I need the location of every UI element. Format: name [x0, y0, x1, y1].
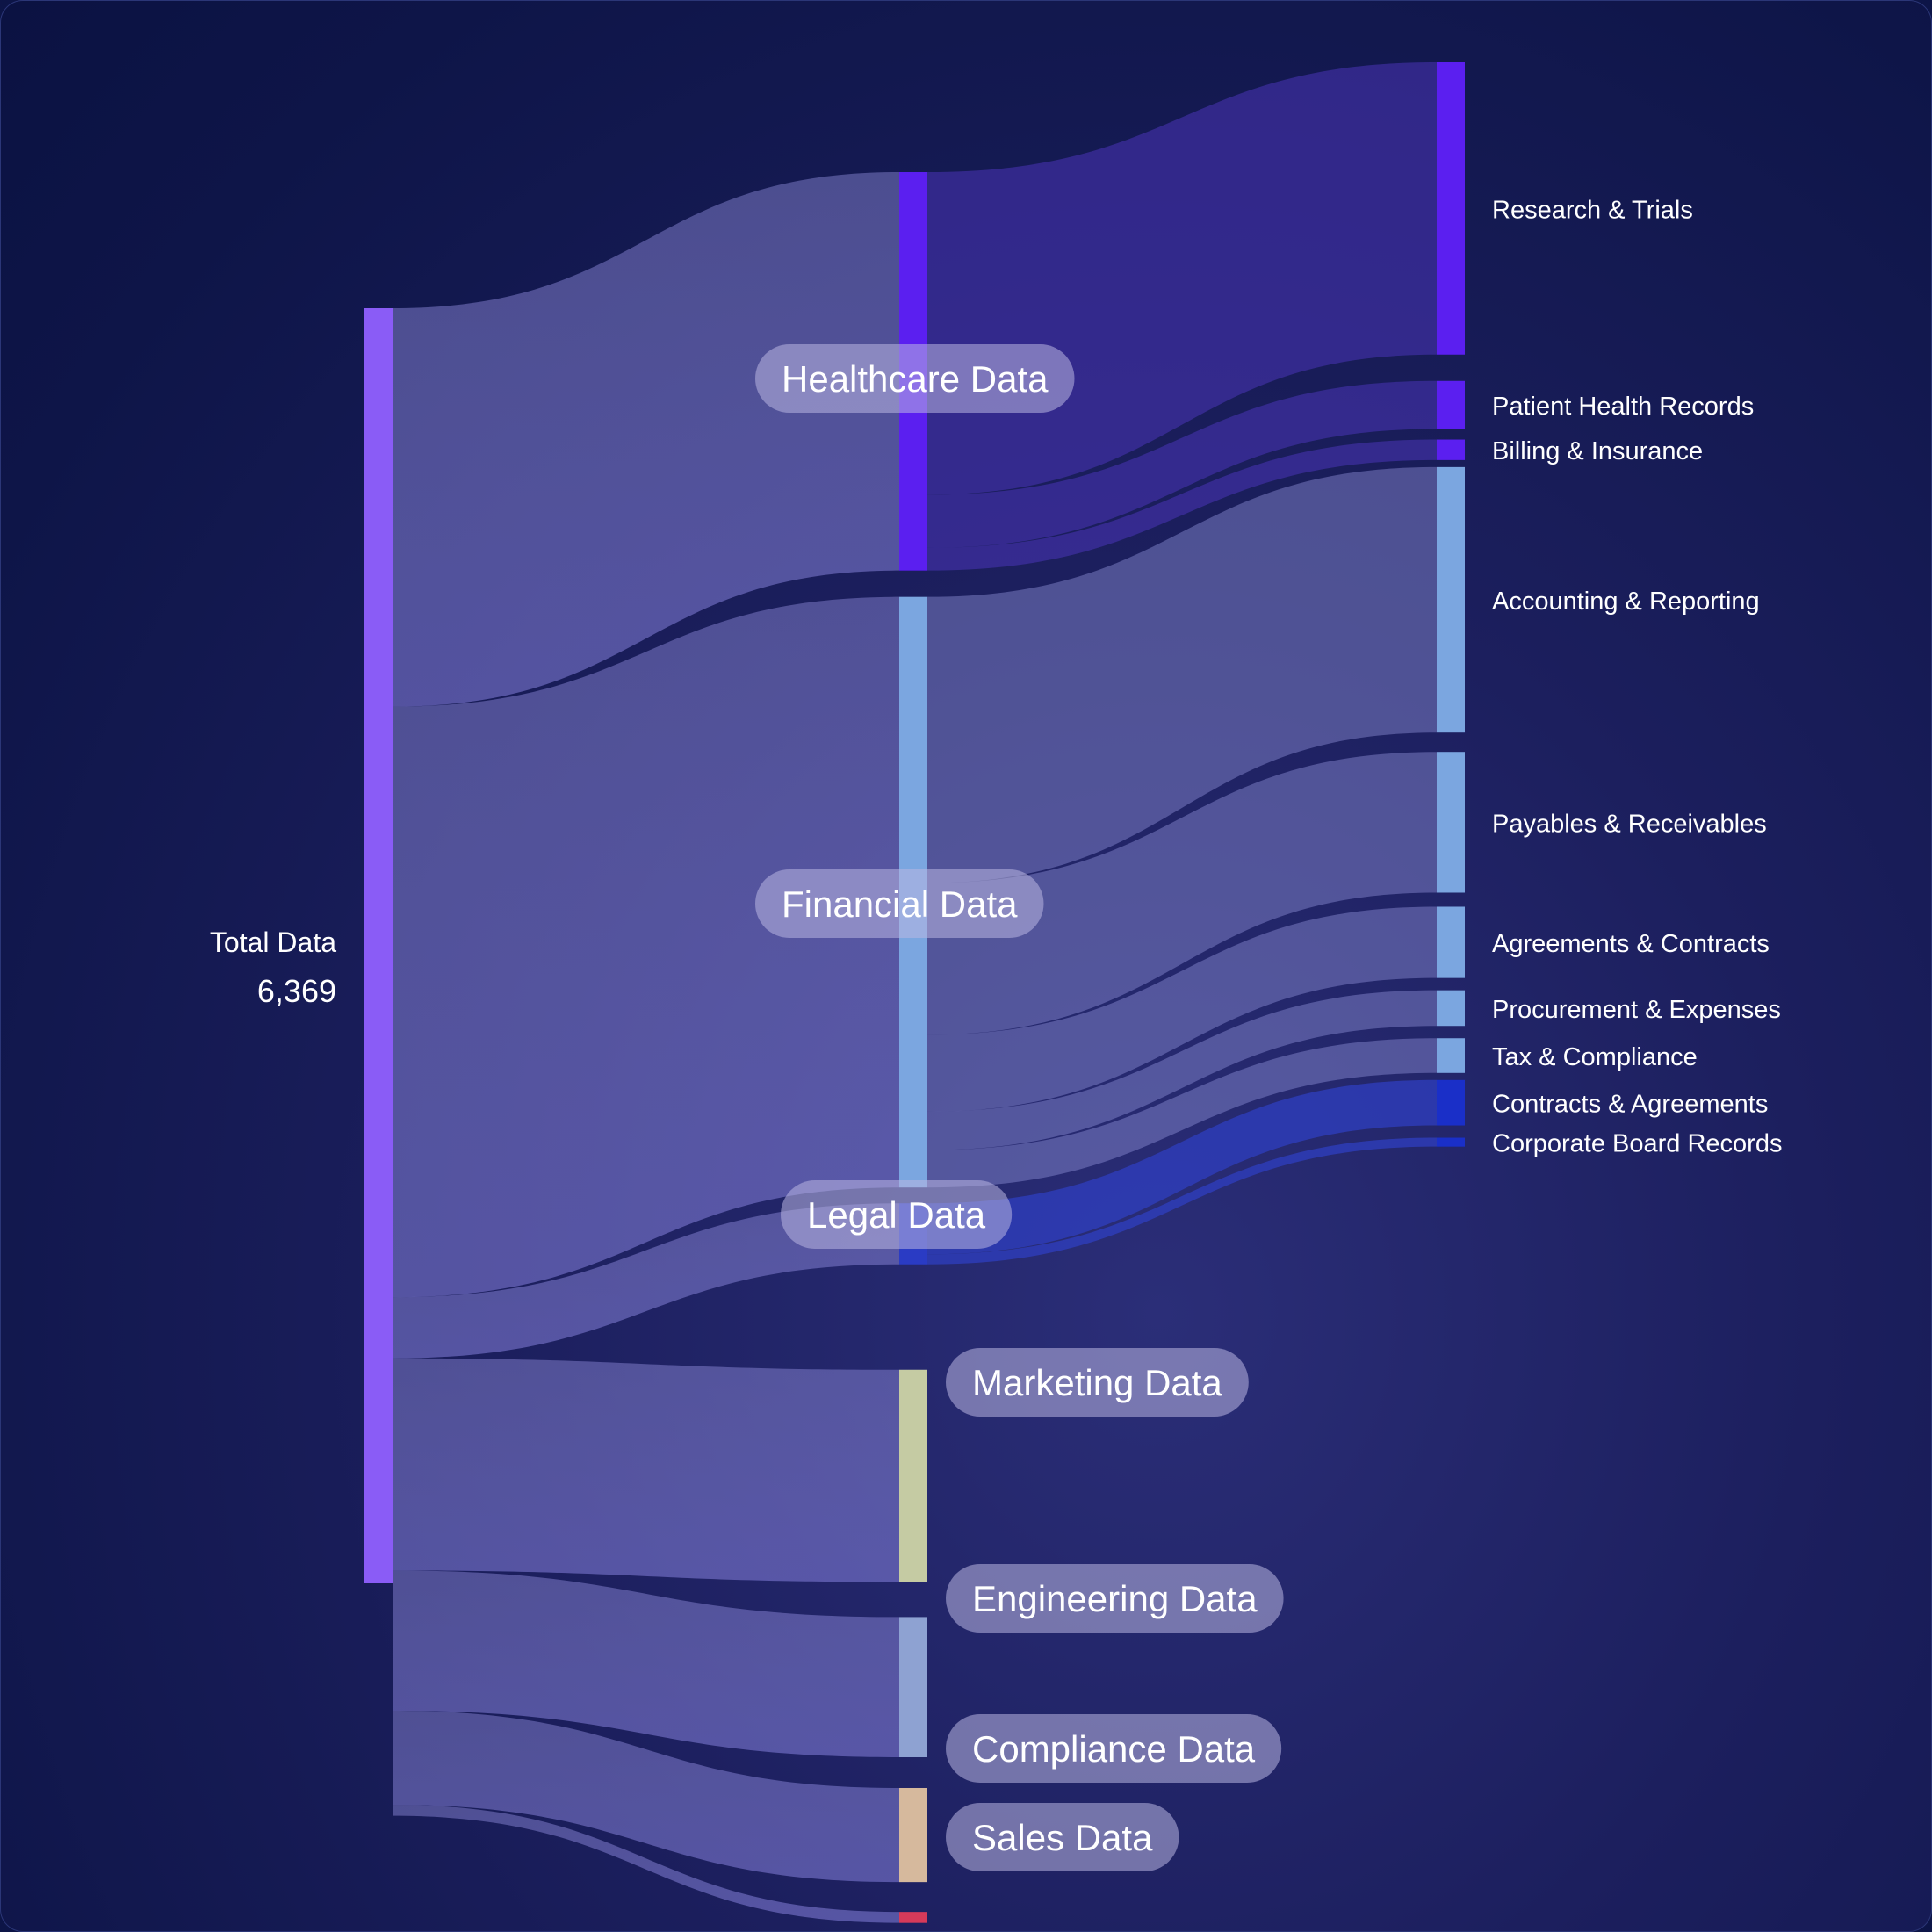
pill-healthcare-data: Healthcare Data [755, 344, 1075, 413]
root-value: 6,369 [257, 973, 336, 1009]
link-total-to-engineering-data [393, 1570, 899, 1757]
label-payables-and-receivables: Payables & Receivables [1492, 810, 1767, 838]
node-contracts-and-agreements [1437, 1079, 1465, 1126]
pill-legal-data: Legal Data [781, 1180, 1013, 1249]
label-patient-health-records: Patient Health Records [1492, 393, 1754, 421]
pill-sales-data: Sales Data [946, 1803, 1179, 1871]
node-research-and-trials [1437, 62, 1465, 355]
node-billing-and-insurance [1437, 439, 1465, 460]
node-patient-health-records [1437, 380, 1465, 429]
pill-financial-data: Financial Data [755, 869, 1044, 938]
label-accounting-and-reporting: Accounting & Reporting [1492, 588, 1760, 616]
link-financial-data-to-procurement-and-expenses [927, 990, 1437, 1150]
link-financial-data-to-tax-and-compliance [927, 1038, 1437, 1188]
pill-compliance-data: Compliance Data [946, 1714, 1282, 1783]
label-procurement-and-expenses: Procurement & Expenses [1492, 996, 1781, 1024]
label-contracts-and-agreements: Contracts & Agreements [1492, 1091, 1768, 1119]
link-total-to-marketing-data [393, 1358, 899, 1582]
pill-label: Marketing Data [972, 1362, 1222, 1403]
link-total-to-sales-data [393, 1805, 899, 1923]
pill-label: Legal Data [807, 1194, 986, 1236]
label-billing-and-insurance: Billing & Insurance [1492, 437, 1703, 465]
pill-marketing-data: Marketing Data [946, 1348, 1249, 1417]
link-total-to-legal-data [393, 1203, 899, 1359]
pill-label: Sales Data [972, 1817, 1153, 1858]
link-total-to-financial-data [393, 596, 899, 1298]
node-tax-and-compliance [1437, 1038, 1465, 1073]
node-sales-data [899, 1912, 927, 1923]
node-procurement-and-expenses [1437, 990, 1465, 1027]
link-financial-data-to-payables-and-receivables [927, 752, 1437, 1035]
labels-layer: Total Data 6,369 Healthcare DataFinancial … [210, 196, 1782, 1871]
link-financial-data-to-accounting-and-reporting [927, 466, 1437, 883]
pill-label: Healthcare Data [782, 358, 1049, 400]
node-payables-and-receivables [1437, 752, 1465, 893]
node-agreements-and-contracts [1437, 906, 1465, 978]
node-accounting-and-reporting [1437, 466, 1465, 733]
link-total-to-healthcare-data [393, 172, 899, 707]
label-research-and-trials: Research & Trials [1492, 196, 1693, 224]
pill-label: Engineering Data [972, 1578, 1258, 1619]
node-marketing-data [899, 1369, 927, 1582]
node-compliance-data [899, 1787, 927, 1883]
label-agreements-and-contracts: Agreements & Contracts [1492, 930, 1770, 958]
link-healthcare-data-to-patient-health-records [927, 380, 1437, 548]
link-financial-data-to-agreements-and-contracts [927, 906, 1437, 1112]
pill-label: Financial Data [782, 883, 1018, 925]
link-total-to-compliance-data [393, 1710, 899, 1883]
node-total-data [364, 308, 393, 1583]
node-engineering-data [899, 1617, 927, 1757]
root-label: Total Data [210, 926, 336, 958]
node-corporate-board-records [1437, 1137, 1465, 1147]
link-legal-data-to-corporate-board-records [927, 1137, 1437, 1265]
pill-label: Compliance Data [972, 1728, 1256, 1770]
label-tax-and-compliance: Tax & Compliance [1492, 1043, 1698, 1071]
link-healthcare-data-to-billing-and-insurance [927, 439, 1437, 571]
link-legal-data-to-contracts-and-agreements [927, 1079, 1437, 1255]
pill-engineering-data: Engineering Data [946, 1564, 1284, 1633]
label-corporate-board-records: Corporate Board Records [1492, 1130, 1782, 1158]
